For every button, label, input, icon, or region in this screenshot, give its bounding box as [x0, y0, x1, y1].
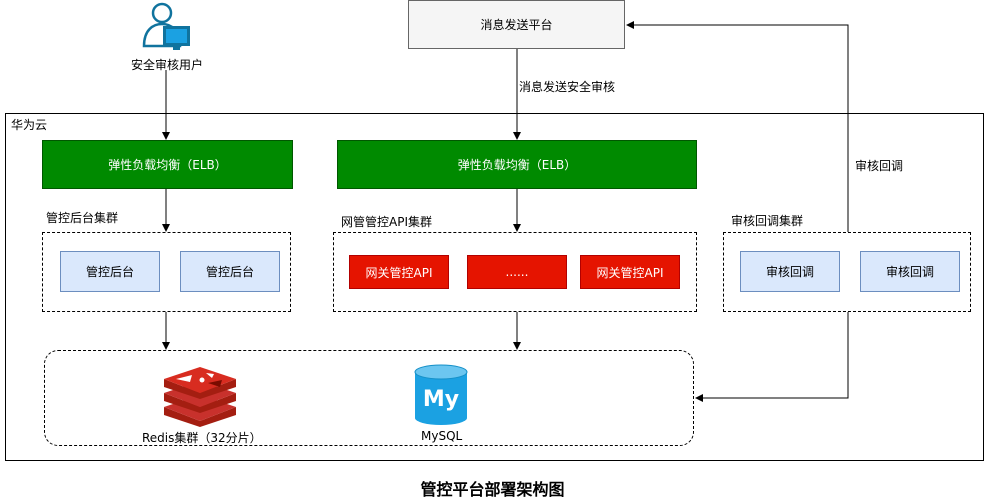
security-review-edge-label: 消息发送安全审核 — [519, 80, 616, 94]
mysql-label: MySQL — [421, 429, 463, 443]
edge-callback-to-storage — [695, 312, 849, 402]
admin-node: 管控后台 — [60, 251, 160, 292]
gateway-api-node-label: 网关管控API — [596, 265, 664, 280]
storage-area — [44, 350, 694, 446]
callback-cluster-label: 审核回调集群 — [731, 214, 804, 228]
user-label: 安全审核用户 — [130, 58, 203, 72]
admin-node: 管控后台 — [180, 251, 280, 292]
admin-node-label: 管控后台 — [205, 265, 254, 279]
gateway-cluster — [333, 232, 697, 312]
mysql-icon: My — [412, 364, 470, 426]
gateway-api-node: 网关管控API — [580, 255, 680, 289]
message-platform-label: 消息发送平台 — [480, 18, 553, 32]
callback-node-label: 审核回调 — [765, 265, 814, 279]
edge-callback-to-platform — [626, 21, 849, 232]
admin-node-label: 管控后台 — [85, 265, 134, 279]
admin-cluster-label: 管控后台集群 — [46, 211, 119, 225]
user-icon — [140, 2, 192, 54]
redis-label: Redis集群（32分片） — [142, 431, 262, 445]
gateway-api-node-label: 网关管控API — [365, 265, 433, 280]
gateway-api-node: 网关管控API — [349, 255, 449, 289]
callback-edge-label: 审核回调 — [855, 159, 904, 173]
message-platform-box: 消息发送平台 — [408, 0, 625, 49]
diagram-title: 管控平台部署架构图 — [420, 480, 565, 499]
elb-left-label: 弹性负载均衡（ELB） — [108, 158, 227, 172]
callback-node: 审核回调 — [860, 251, 960, 292]
redis-icon — [162, 365, 238, 427]
callback-node: 审核回调 — [740, 251, 840, 292]
gateway-api-node-ellipsis: ...... — [467, 255, 567, 289]
callback-cluster — [723, 232, 971, 312]
callback-node-label: 审核回调 — [885, 265, 934, 279]
elb-right-box: 弹性负载均衡（ELB） — [337, 140, 697, 189]
admin-cluster — [42, 232, 291, 312]
gateway-cluster-label: 网管管控API集群 — [341, 215, 432, 229]
mysql-logo-text: My — [423, 387, 459, 412]
gateway-api-node-label: ...... — [505, 265, 529, 279]
elb-left-box: 弹性负载均衡（ELB） — [42, 140, 293, 189]
cloud-label: 华为云 — [11, 118, 48, 132]
elb-right-label: 弹性负载均衡（ELB） — [457, 158, 577, 172]
huawei-cloud-container — [5, 113, 984, 461]
